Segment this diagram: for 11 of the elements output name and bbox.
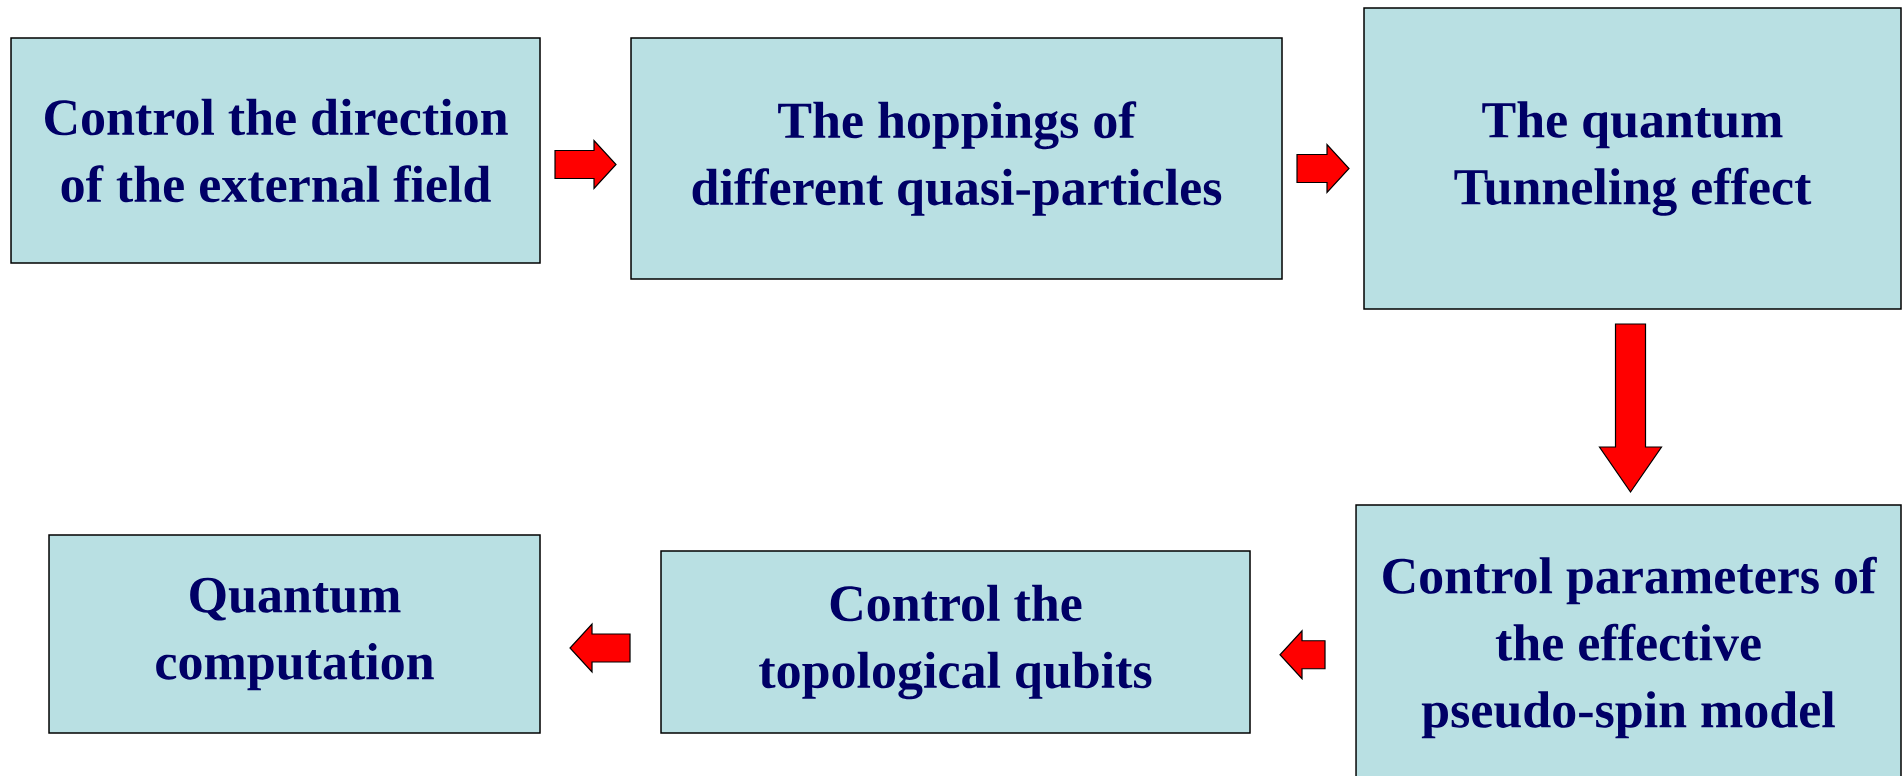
process-box: Control the direction of the external field bbox=[10, 37, 541, 264]
block-arrow bbox=[554, 138, 617, 191]
block-arrow bbox=[1279, 629, 1326, 681]
process-box: Quantum computation bbox=[48, 534, 541, 734]
block-arrow bbox=[1296, 142, 1350, 195]
process-box: Control the topological qubits bbox=[660, 550, 1251, 734]
process-box: The hoppings of different quasi-particles bbox=[630, 37, 1283, 280]
block-arrow bbox=[1598, 323, 1663, 494]
block-arrow bbox=[569, 622, 631, 674]
process-box: Control parameters of the effective pseudo-spin model bbox=[1355, 504, 1902, 776]
process-box: The quantum Tunneling effect bbox=[1363, 7, 1902, 310]
